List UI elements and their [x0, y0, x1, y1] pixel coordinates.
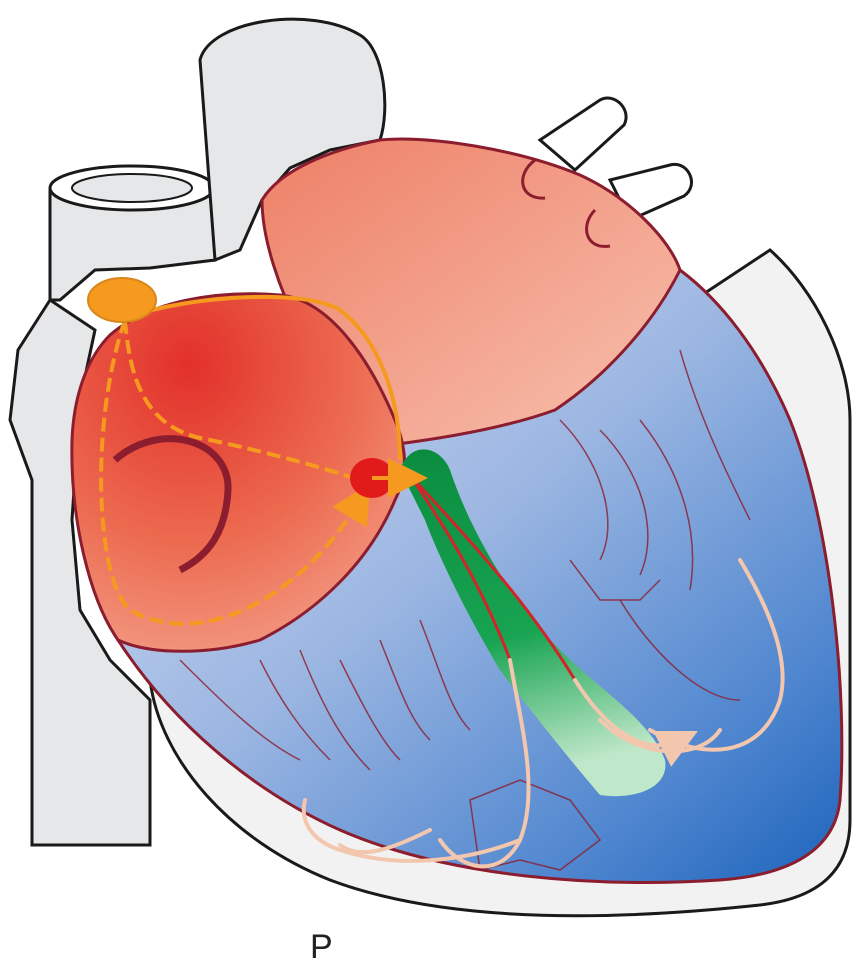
- bottom-label: P: [310, 928, 333, 967]
- orange-node-icon: [88, 278, 156, 322]
